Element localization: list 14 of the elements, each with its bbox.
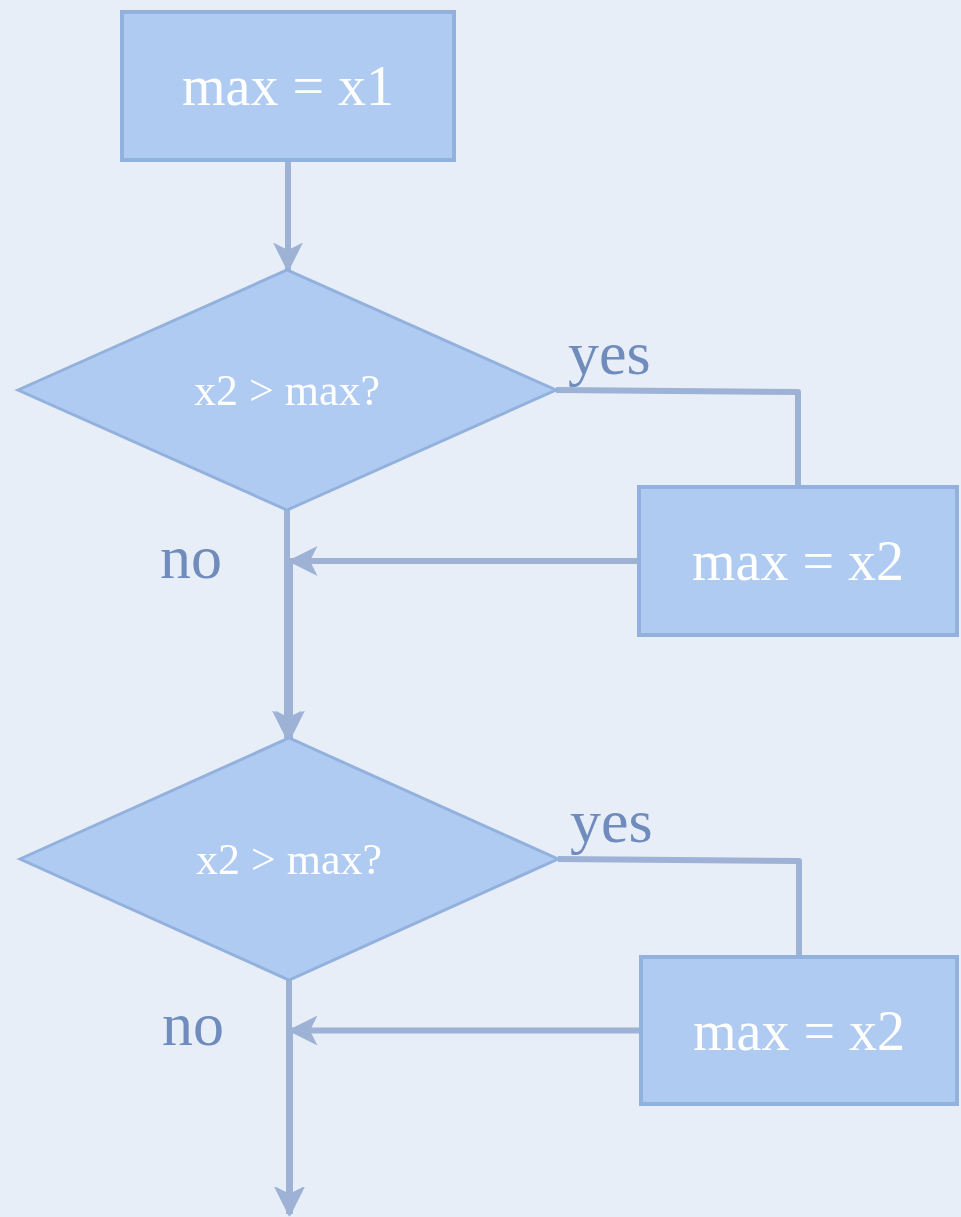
process-box — [637, 485, 959, 637]
process-box — [120, 10, 456, 162]
node-label: x2 > max? — [195, 833, 383, 885]
node-label: x2 > max? — [193, 364, 381, 416]
arrow — [272, 510, 302, 741]
node-label: max = x2 — [692, 529, 904, 593]
node-label: max = x1 — [182, 54, 394, 118]
connector-line — [557, 856, 802, 955]
arrow — [275, 1016, 639, 1216]
node-label: max = x2 — [693, 998, 905, 1063]
arrow — [274, 980, 304, 1217]
connector-line — [555, 387, 801, 485]
process-box — [639, 955, 959, 1106]
arrow — [275, 546, 637, 738]
